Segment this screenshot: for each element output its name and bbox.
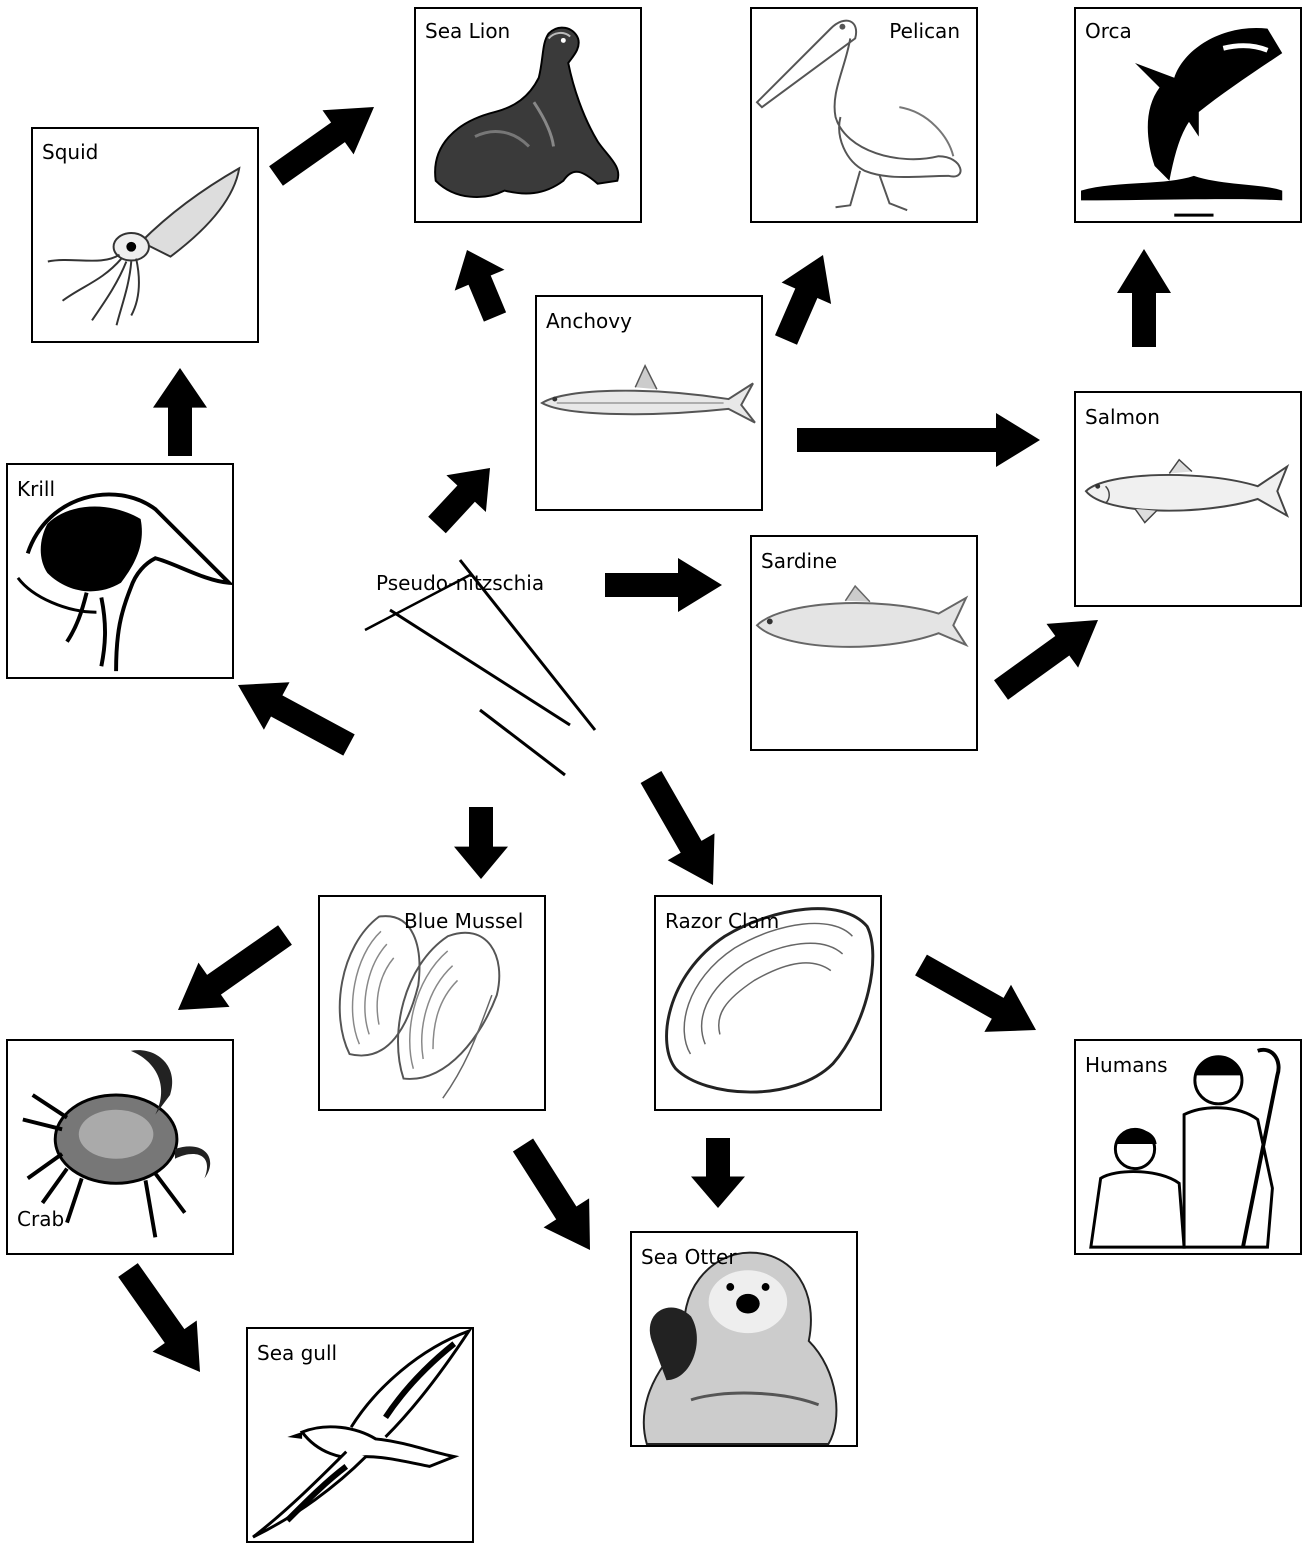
arrow-razor-clam-to-sea-otter xyxy=(691,1138,745,1208)
arrow-pseudo-nitzschia-to-krill xyxy=(238,682,355,755)
sea-gull-label: Sea gull xyxy=(257,1341,337,1365)
sea-otter-label: Sea Otter xyxy=(641,1245,737,1269)
krill-node: Krill xyxy=(6,463,234,679)
sea-lion-label: Sea Lion xyxy=(425,19,510,43)
sardine-node: Sardine xyxy=(750,535,978,751)
arrow-pseudo-nitzschia-to-blue-mussel xyxy=(454,807,508,879)
pelican-node: Pelican xyxy=(750,7,978,223)
squid-label: Squid xyxy=(42,140,98,164)
arrow-krill-to-squid xyxy=(153,368,207,456)
arrow-blue-mussel-to-sea-otter xyxy=(513,1139,590,1251)
razor-clam-label: Razor Clam xyxy=(665,909,779,933)
pseudo-nitzschia-label: Pseudo-nitzschia xyxy=(376,571,544,595)
sea-lion-node: Sea Lion xyxy=(414,7,642,223)
arrow-salmon-to-orca xyxy=(1117,249,1171,347)
arrow-sardine-to-salmon xyxy=(994,620,1098,700)
arrow-crab-to-sea-gull xyxy=(118,1263,200,1372)
sardine-label: Sardine xyxy=(761,549,837,573)
squid-node: Squid xyxy=(31,127,259,343)
orca-label: Orca xyxy=(1085,19,1132,43)
salmon-label: Salmon xyxy=(1085,405,1160,429)
blue-mussel-node: Blue Mussel xyxy=(318,895,546,1111)
crab-label: Crab xyxy=(17,1207,64,1231)
sea-gull-node: Sea gull xyxy=(246,1327,474,1543)
anchovy-label: Anchovy xyxy=(546,309,632,333)
blue-mussel-label: Blue Mussel xyxy=(404,909,523,933)
arrow-squid-to-sea-lion xyxy=(269,107,374,186)
arrow-pseudo-nitzschia-to-sardine xyxy=(605,558,722,612)
pelican-label: Pelican xyxy=(889,19,960,43)
humans-label: Humans xyxy=(1085,1053,1168,1077)
crab-node: Crab xyxy=(6,1039,234,1255)
arrow-pseudo-nitzschia-to-razor-clam xyxy=(641,771,715,885)
arrow-anchovy-to-salmon xyxy=(797,413,1040,467)
salmon-node: Salmon xyxy=(1074,391,1302,607)
arrow-anchovy-to-sea-lion xyxy=(455,250,506,322)
arrow-anchovy-to-pelican xyxy=(775,255,831,345)
arrow-pseudo-nitzschia-to-anchovy xyxy=(428,468,490,533)
arrow-blue-mussel-to-crab xyxy=(178,925,292,1010)
razor-clam-node: Razor Clam xyxy=(654,895,882,1111)
orca-node: Orca xyxy=(1074,7,1302,223)
anchovy-node: Anchovy xyxy=(535,295,763,511)
humans-node: Humans xyxy=(1074,1039,1302,1255)
arrow-razor-clam-to-humans xyxy=(915,955,1036,1032)
krill-label: Krill xyxy=(17,477,55,501)
sea-otter-node: Sea Otter xyxy=(630,1231,858,1447)
